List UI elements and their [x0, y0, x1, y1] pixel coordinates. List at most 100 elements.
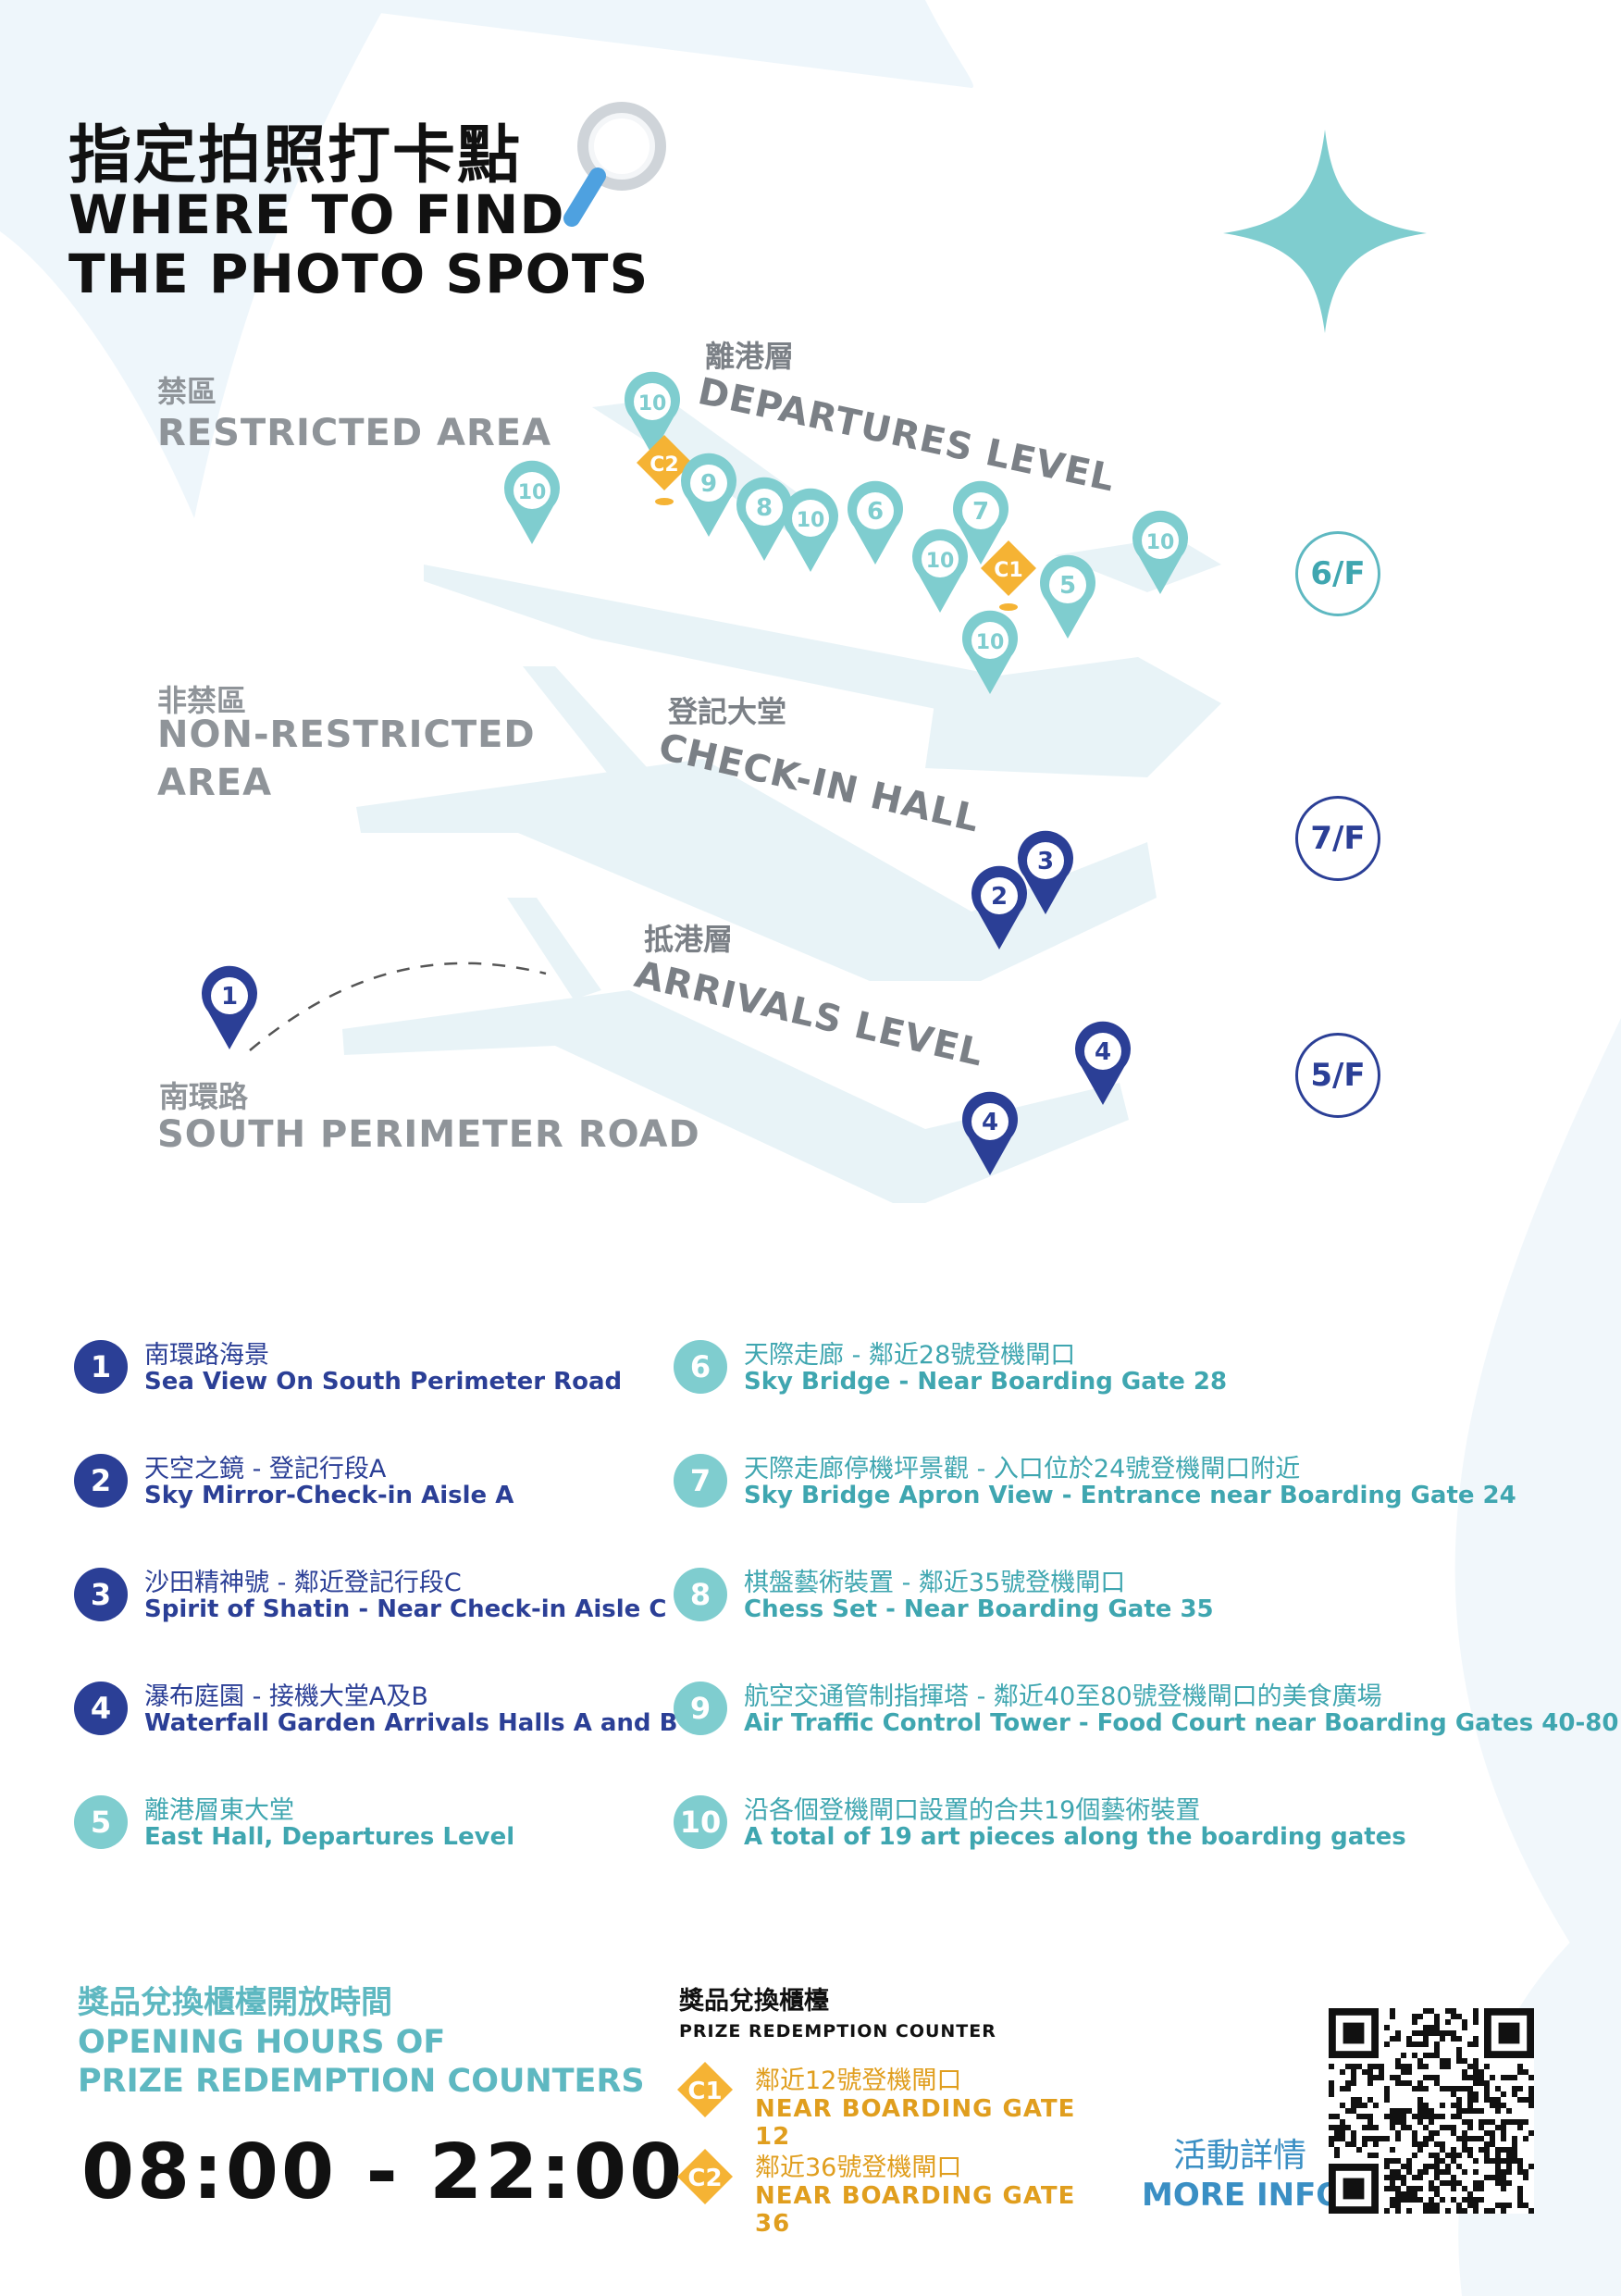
map-pin-checkin-1: 3	[1018, 830, 1073, 914]
legend-badge: 3	[74, 1568, 128, 1621]
qr-code[interactable]	[1329, 2008, 1534, 2214]
legend-en: Air Traffic Control Tower - Food Court n…	[744, 1709, 1619, 1737]
counter-c2: C2 鄰近36號登機閘口 NEAR BOARDING GATE 36	[675, 2147, 1101, 2238]
hours-title-en-line2: PRIZE REDEMPTION COUNTERS	[78, 2063, 645, 2100]
prize-title-en: PRIZE REDEMPTION COUNTER	[679, 2021, 996, 2042]
legend-zh: 棋盤藝術裝置 - 鄰近35號登機閘口	[744, 1569, 1126, 1597]
road-zh: 南環路	[159, 1079, 249, 1114]
map-pin-departures-5: 10	[783, 488, 838, 572]
counter-c1-badge: C1	[677, 2062, 733, 2117]
map-pin-label: 4	[1095, 1038, 1111, 1066]
map-pin-label: 8	[756, 494, 773, 522]
legend-badge: 8	[674, 1568, 727, 1621]
page-title-en-line1: WHERE TO FIND	[68, 183, 565, 246]
counter-c2-badge: C2	[677, 2149, 733, 2204]
legend-zh: 離港層東大堂	[144, 1796, 294, 1825]
nonrestricted-en-line1: NON-RESTRICTED	[157, 714, 536, 756]
map-pin-label: 5	[1059, 572, 1076, 600]
map-pin-label: 1	[221, 983, 238, 1011]
legend-en: Sky Mirror-Check-in Aisle A	[144, 1482, 514, 1509]
map-pin-label: 2	[991, 883, 1008, 911]
map-pin-label: 6	[867, 498, 884, 526]
dashed-route	[249, 962, 547, 1051]
map-pin-departures-4: 8	[736, 477, 793, 561]
counter-c2-code: C2	[687, 2165, 722, 2192]
legend-badge: 9	[674, 1682, 727, 1735]
map-pin-departures-0: 10	[625, 371, 680, 455]
map-pin-departures-8: 10	[912, 528, 968, 613]
map-pin-departures-1: 10	[504, 460, 560, 544]
counter-c1-en: NEAR BOARDING GATE 12	[755, 2095, 1076, 2151]
counter-c1: C1 鄰近12號登機閘口 NEAR BOARDING GATE 12	[675, 2060, 1101, 2151]
more-info-zh: 活動詳情	[1173, 2137, 1307, 2175]
legend-badge: 4	[74, 1682, 128, 1735]
map-pin-label: 7	[972, 498, 989, 526]
page-title-en: WHERE TO FIND THE PHOTO SPOTS	[68, 185, 649, 304]
legend-zh: 南環路海景	[144, 1341, 269, 1370]
map-pin-departures-7: 7	[953, 480, 1009, 565]
prize-title-zh: 獎品兌換櫃檯	[679, 1987, 829, 2016]
more-info-en: MORE INFO	[1142, 2177, 1343, 2214]
legend-zh: 沿各個登機閘口設置的合共19個藝術裝置	[744, 1796, 1201, 1825]
hours-title-en-line1: OPENING HOURS OF	[78, 2024, 446, 2061]
floor-badge-checkin: 7/F	[1295, 796, 1380, 881]
map-pin-label: 10	[638, 392, 667, 416]
map-pin-label: 10	[976, 631, 1005, 654]
map-pin-road-0: 1	[202, 965, 257, 1049]
map-pin-arrivals-1: 4	[1075, 1021, 1132, 1105]
map-pin-label: 3	[1037, 848, 1054, 875]
legend-zh: 沙田精神號 - 鄰近登記行段C	[144, 1569, 462, 1597]
legend-badge: 7	[674, 1454, 727, 1508]
checkin-path	[356, 666, 1157, 981]
map-pin-label: 10	[518, 481, 547, 504]
map-pin-label: 9	[700, 470, 717, 498]
legend-badge: 2	[74, 1454, 128, 1508]
departures-zh: 離港層	[705, 339, 795, 374]
hours-title-zh: 獎品兌換櫃檯開放時間	[78, 1984, 392, 2021]
nonrestricted-en: NON-RESTRICTED AREA	[157, 711, 536, 807]
map-pin-label: 10	[926, 550, 955, 573]
hours-time: 08:00 - 22:00	[81, 2128, 686, 2216]
legend-en: Sky Bridge - Near Boarding Gate 28	[744, 1368, 1228, 1396]
legend-en: Sea View On South Perimeter Road	[144, 1368, 623, 1396]
legend-en: Sky Bridge Apron View - Entrance near Bo…	[744, 1482, 1516, 1509]
checkin-zh: 登記大堂	[668, 694, 787, 729]
page-title-en-line2: THE PHOTO SPOTS	[68, 242, 650, 305]
nonrestricted-en-line2: AREA	[157, 762, 273, 804]
counter-c1-zh: 鄰近12號登機閘口	[755, 2066, 962, 2095]
road-en: SOUTH PERIMETER ROAD	[157, 1113, 700, 1156]
map-pin-departures-11: 10	[1132, 510, 1188, 594]
legend-zh: 天際走廊停機坪景觀 - 入口位於24號登機閘口附近	[744, 1455, 1301, 1483]
restricted-en: RESTRICTED AREA	[157, 412, 552, 454]
counter-c1-code: C1	[687, 2078, 722, 2105]
floor-badge-departures: 6/F	[1295, 531, 1380, 616]
map-pin-checkin-0: 2	[971, 865, 1027, 949]
counter-c2-en: NEAR BOARDING GATE 36	[755, 2182, 1076, 2238]
map-pin-label: 10	[1146, 531, 1175, 554]
legend-badge: 1	[74, 1340, 128, 1394]
arrivals-zh: 抵港層	[644, 922, 734, 957]
page-title-zh: 指定拍照打卡點	[68, 119, 523, 192]
map-pin-departures-10: 5	[1040, 554, 1095, 639]
map-pin-departures-12: 10	[962, 610, 1018, 694]
legend-badge: 5	[74, 1795, 128, 1849]
map-pin-departures-2: C2	[637, 435, 692, 505]
nonrestricted-zh: 非禁區	[157, 683, 247, 718]
floor-badge-arrivals: 5/F	[1295, 1033, 1380, 1118]
map-pin-label: C1	[994, 559, 1022, 582]
map-pin-arrivals-0: 4	[962, 1091, 1019, 1175]
map-pin-departures-6: 6	[848, 480, 904, 565]
map-pin-label: 4	[982, 1109, 998, 1136]
hours-title-en: OPENING HOURS OF PRIZE REDEMPTION COUNTE…	[78, 2023, 645, 2101]
legend-badge: 6	[674, 1340, 727, 1394]
